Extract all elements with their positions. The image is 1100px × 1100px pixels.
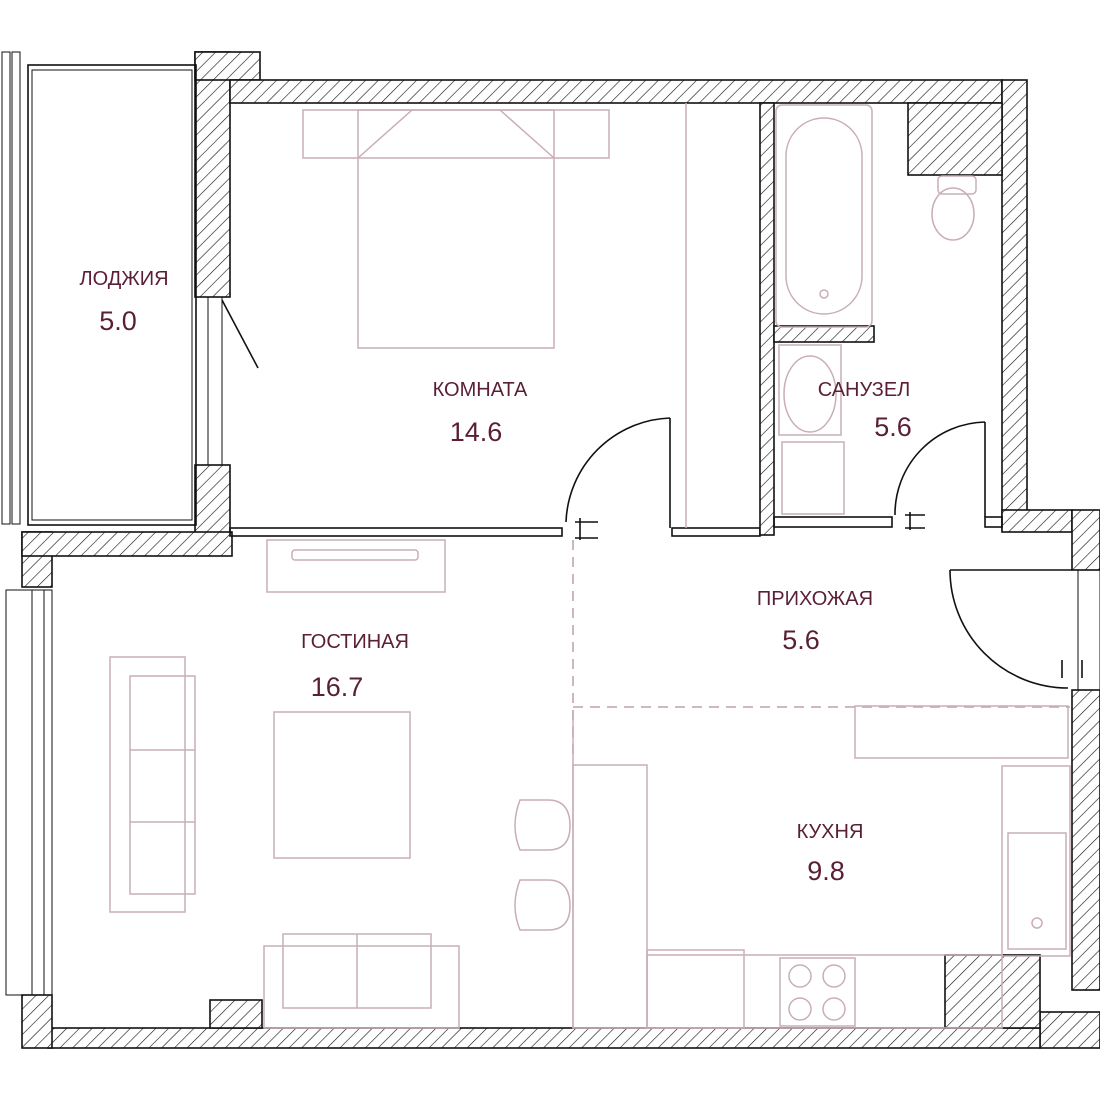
bedroom-door <box>565 417 671 528</box>
cooktop <box>779 957 856 1027</box>
ventilation-shaft <box>907 102 1003 176</box>
furniture <box>109 103 1071 1029</box>
coffee-table <box>273 711 411 859</box>
bar-chair <box>514 799 571 851</box>
kitchen-drain <box>1031 917 1043 929</box>
bedroom-door-jamb <box>575 518 598 540</box>
bathtub-drain <box>819 289 829 299</box>
tv <box>291 549 419 561</box>
doors <box>565 417 1083 689</box>
bathroom-left-wall <box>759 102 775 536</box>
washing-machine <box>781 441 845 515</box>
loggia-area: 5.0 <box>99 306 137 336</box>
bathroom-door <box>894 421 986 517</box>
corner-block-top-left <box>194 51 261 81</box>
burner <box>822 964 846 988</box>
loggia-window-glass <box>11 51 21 525</box>
top-wall <box>229 79 1003 104</box>
loggia-outline <box>27 64 197 526</box>
sofa <box>109 656 186 913</box>
bedroom-name: КОМНАТА <box>433 379 528 401</box>
sink-cabinet <box>778 344 842 436</box>
bathroom-name: САНУЗЕЛ <box>818 379 911 401</box>
living-window-glass <box>31 589 45 996</box>
right-wall-step <box>1001 509 1073 533</box>
entrance-door <box>949 569 1072 689</box>
walls <box>21 51 1100 1049</box>
left-wall-lower <box>21 994 53 1049</box>
right-wall-upper <box>1001 79 1028 531</box>
dishwasher <box>646 949 745 1029</box>
bottom-right-corner <box>1039 1011 1100 1049</box>
bed <box>357 109 555 349</box>
armchair <box>263 945 460 1029</box>
loggia-right-wall <box>194 51 231 298</box>
loggia-door-frame <box>207 296 223 466</box>
tv-stand <box>266 539 446 593</box>
bathtub-frame <box>775 104 873 328</box>
burner <box>822 997 846 1021</box>
loggia-right-wall-lower <box>194 464 231 536</box>
room-labels: ЛОДЖИЯ 5.0 КОМНАТА 14.6 САНУЗЕЛ 5.6 ПРИХ… <box>79 268 911 886</box>
bathroom-door-jamb <box>905 512 925 530</box>
entrance-door-jamb <box>1061 660 1083 678</box>
sofa-seat <box>129 675 196 895</box>
living-window-frame <box>5 589 53 996</box>
bottom-column <box>209 999 263 1029</box>
loggia-door-leaf <box>221 299 259 369</box>
bathroom-area: 5.6 <box>874 412 912 442</box>
loggia-inner-outline <box>31 69 193 521</box>
toilet-bowl <box>931 187 975 241</box>
bathroom-inner-wall <box>773 325 875 343</box>
bathroom-bottom-left <box>773 516 893 528</box>
sink-kitchen <box>1007 832 1067 950</box>
bedroom-partition-right <box>671 527 761 537</box>
kitchen-shaft <box>944 954 1041 1029</box>
loggia-bottom-wall <box>21 531 233 557</box>
kitchen-island <box>572 764 648 1029</box>
loggia-name: ЛОДЖИЯ <box>79 268 168 290</box>
bed-headboard <box>302 109 610 159</box>
bedroom-partition-left <box>229 527 563 537</box>
kitchen-name: КУХНЯ <box>797 821 864 843</box>
entrance-frame <box>1077 569 1100 691</box>
bottom-wall <box>47 1027 1041 1049</box>
living-name: ГОСТИНАЯ <box>301 631 409 653</box>
kitchen-upper-cabinet <box>854 705 1069 759</box>
kitchen-area: 9.8 <box>807 856 845 886</box>
right-wall-lower <box>1071 689 1100 991</box>
living-area: 16.7 <box>311 672 364 702</box>
burner <box>788 997 812 1021</box>
windows <box>1 51 1100 996</box>
hallway-name: ПРИХОЖАЯ <box>757 588 873 610</box>
loggia-window-frame <box>1 51 11 525</box>
kitchen-side-counter <box>1001 765 1071 957</box>
bedroom-area: 14.6 <box>450 417 503 447</box>
bar-chair <box>514 879 571 931</box>
sink <box>783 355 837 433</box>
burner <box>788 964 812 988</box>
toilet-tank <box>937 175 977 195</box>
bed-pillows <box>357 109 555 159</box>
bathroom-bottom-right <box>984 516 1003 528</box>
bathtub <box>785 117 863 315</box>
right-wall-corner <box>1071 509 1100 571</box>
hallway-area: 5.6 <box>782 625 820 655</box>
